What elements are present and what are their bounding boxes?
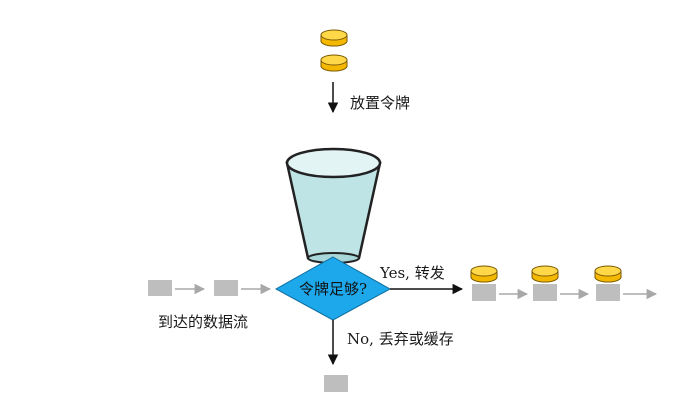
packet-icon (324, 375, 348, 392)
yes-label: Yes, 转发 (379, 264, 445, 282)
decision-label: 令牌足够? (299, 280, 367, 298)
packet-icon (148, 280, 172, 296)
packet-icon (472, 284, 496, 301)
forwarded-packet (594, 265, 622, 301)
put-token-label: 放置令牌 (350, 94, 410, 112)
token-icon (320, 54, 348, 72)
token-icon (594, 265, 622, 283)
token-icon (531, 265, 559, 283)
packet-icon (596, 284, 620, 301)
packet-icon (533, 284, 557, 301)
arrive-label: 到达的数据流 (158, 313, 248, 331)
forwarded-packet (470, 265, 498, 301)
bucket-icon (285, 147, 382, 264)
packet-icon (214, 280, 238, 296)
token-icon (320, 29, 348, 47)
forwarded-packet (531, 265, 559, 301)
no-label: No, 丢弃或缓存 (347, 330, 454, 348)
token-icon (470, 265, 498, 283)
